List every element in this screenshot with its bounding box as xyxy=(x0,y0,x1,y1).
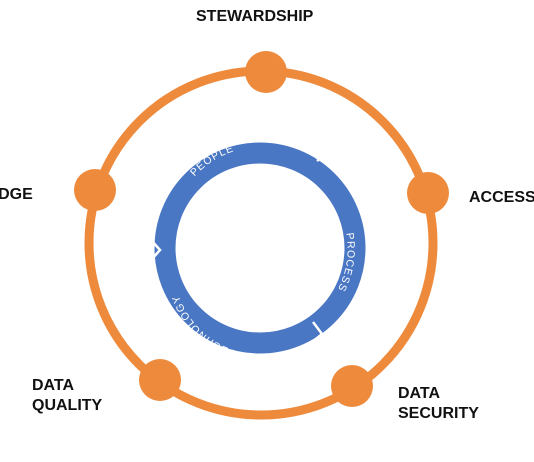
node-data-security xyxy=(331,365,373,407)
pillar-label-stewardship: STEWARDSHIP xyxy=(196,8,314,25)
pillar-label-access: ACCESS xyxy=(469,189,534,206)
node-stewardship xyxy=(245,51,287,93)
pillar-label-data-quality: DATA QUALITY xyxy=(32,377,103,414)
inner-ring xyxy=(154,142,366,354)
cycle-arrow-separator xyxy=(310,321,324,344)
pillar-label-data-security: DATA SECURITY xyxy=(398,385,479,422)
cycle-arrow-separator xyxy=(316,153,332,167)
node-access xyxy=(407,172,449,214)
pillar-label-knowledge: KNOWLEDGE xyxy=(0,186,33,203)
outer-ring xyxy=(84,66,438,420)
cycle-arrow-separator xyxy=(151,240,162,260)
node-data-quality xyxy=(139,359,181,401)
node-knowledge xyxy=(74,169,116,211)
